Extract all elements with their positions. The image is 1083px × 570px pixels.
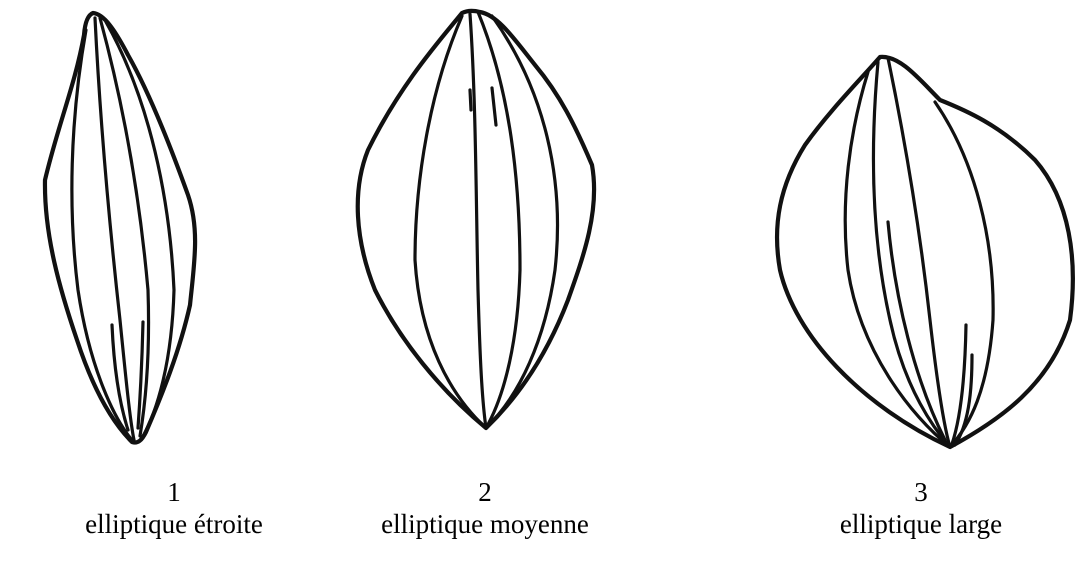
caption-1-label: elliptique étroite xyxy=(24,508,324,540)
leaf-2-vein-inner-right xyxy=(478,12,520,428)
leaf-2-vein-center xyxy=(470,14,486,428)
caption-shape-1: 1 elliptique étroite xyxy=(24,476,324,540)
leaf-2-vein-mark-b xyxy=(492,88,496,125)
caption-2-label: elliptique moyenne xyxy=(335,508,635,540)
leaf-shapes-drawing xyxy=(0,0,1083,470)
leaf-2-vein-mark-a xyxy=(470,90,471,110)
caption-2-number: 2 xyxy=(335,476,635,508)
caption-1-number: 1 xyxy=(24,476,324,508)
leaf-1-vein-left xyxy=(72,30,132,440)
leaf-3-vein-right xyxy=(935,102,993,447)
caption-shape-2: 2 elliptique moyenne xyxy=(335,476,635,540)
leaf-shape-2-medium xyxy=(358,11,594,428)
leaf-shape-1-narrow xyxy=(45,13,195,443)
caption-shape-3: 3 elliptique large xyxy=(771,476,1071,540)
caption-3-label: elliptique large xyxy=(771,508,1071,540)
leaf-shape-3-broad xyxy=(777,57,1073,447)
caption-3-number: 3 xyxy=(771,476,1071,508)
leaf-3-vein-short-a xyxy=(888,222,945,440)
leaf-1-outline xyxy=(45,13,195,443)
